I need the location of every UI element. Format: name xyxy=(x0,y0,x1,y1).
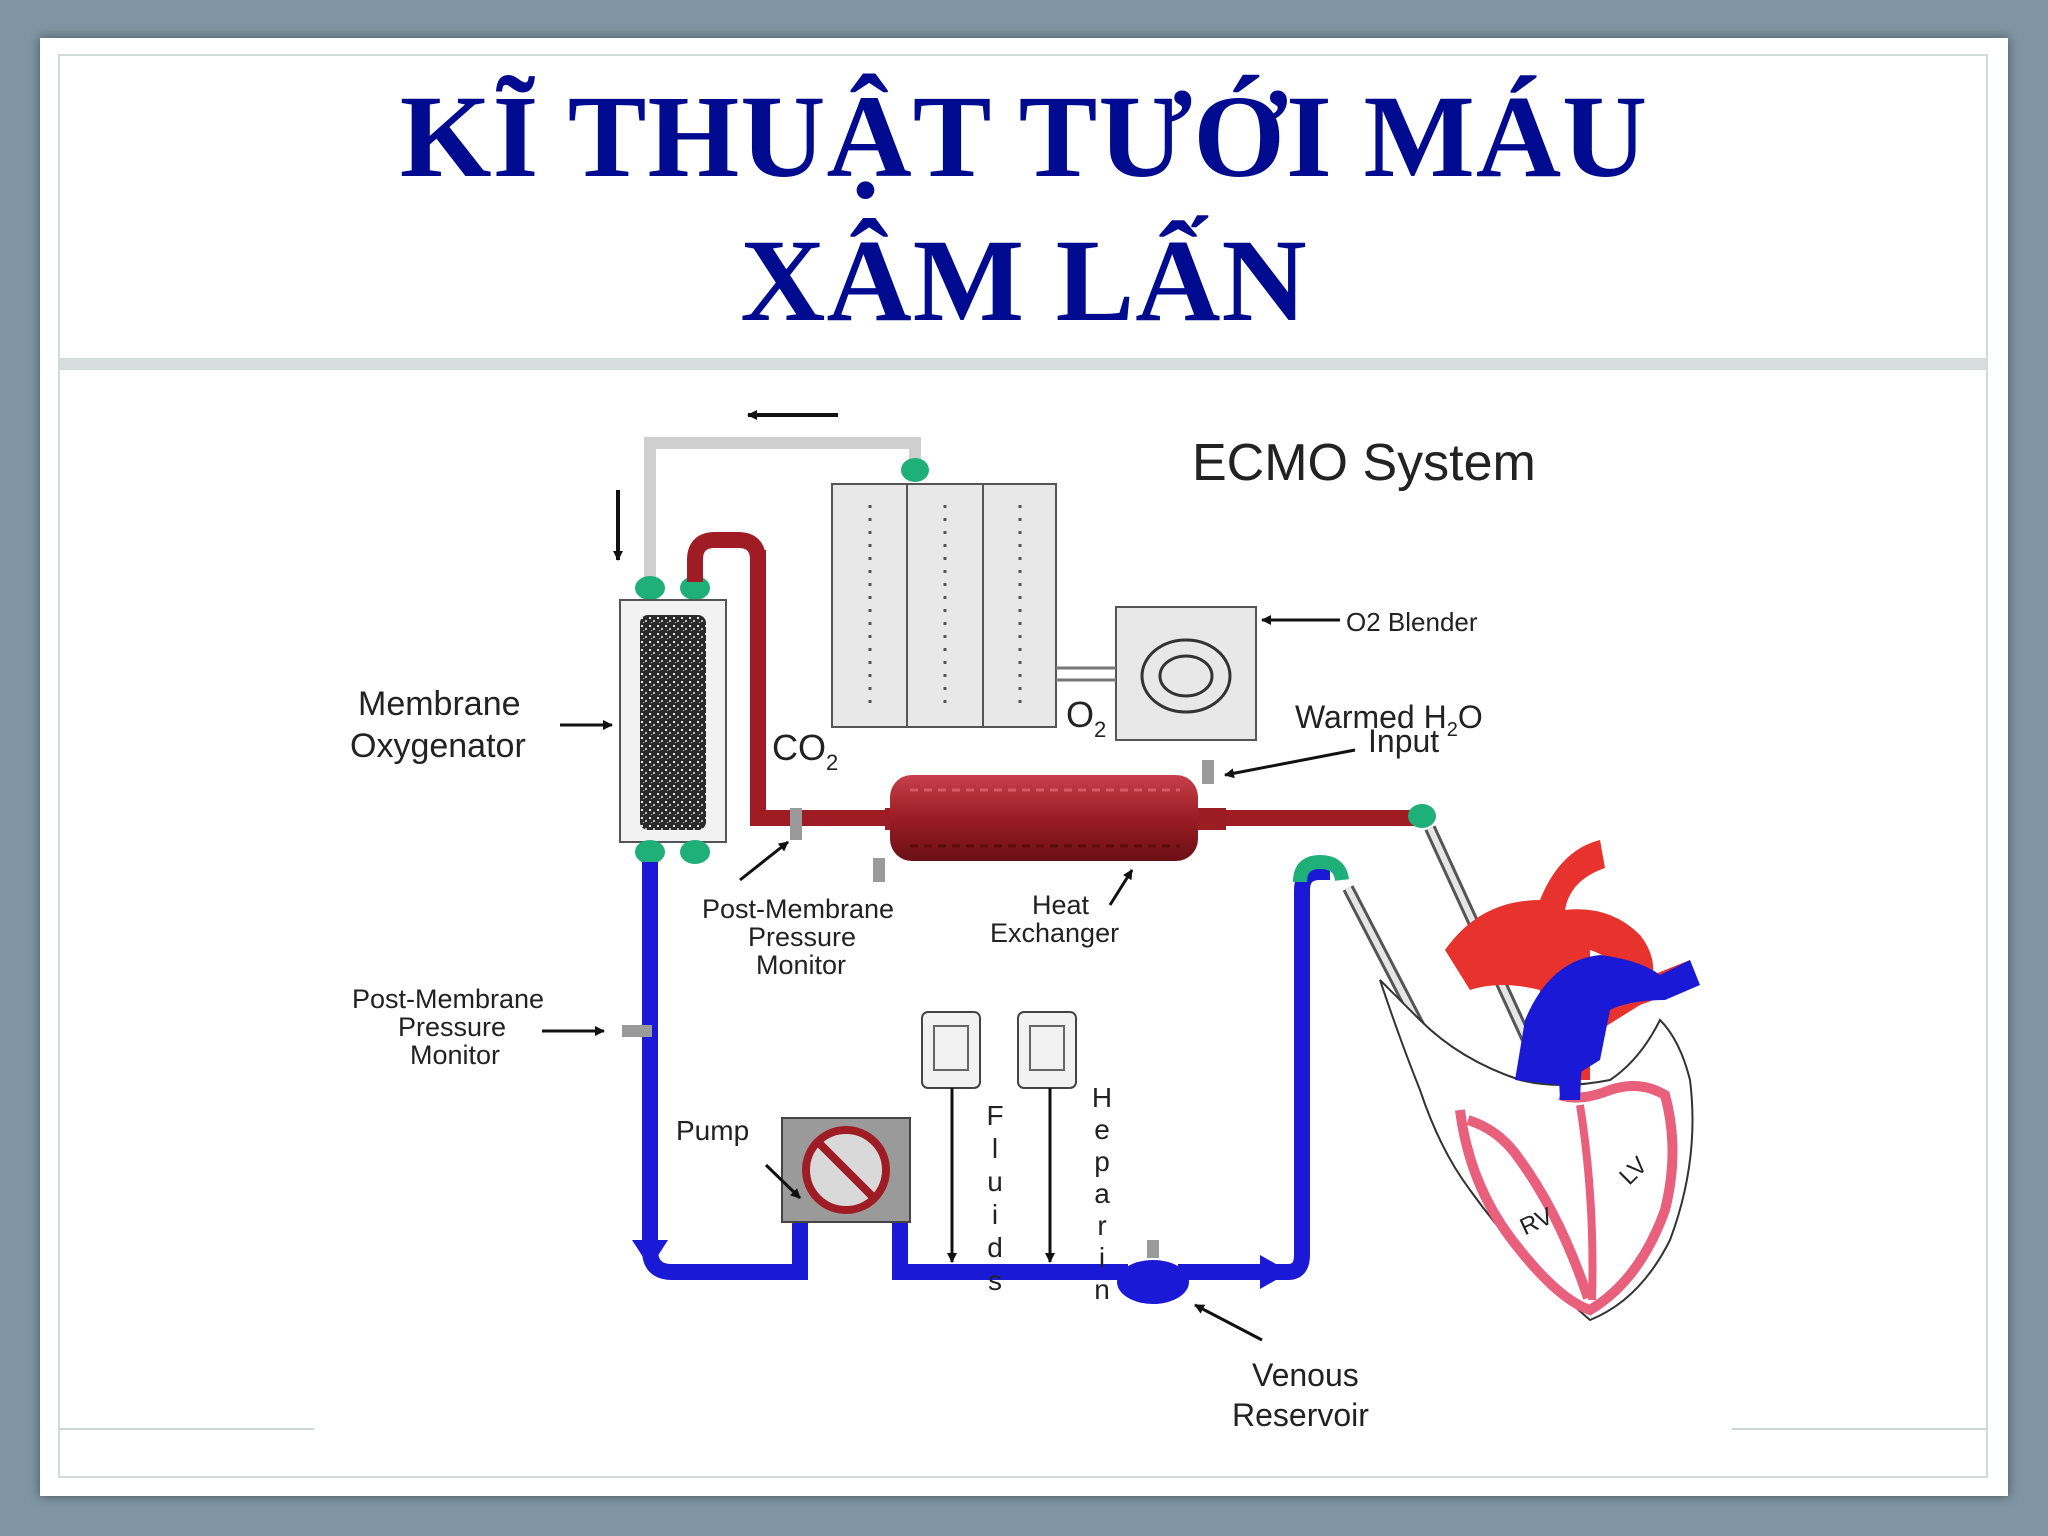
post-membrane-left-label: Post-Membrane Pressure Monitor xyxy=(352,984,544,1070)
svg-text:Reservoir: Reservoir xyxy=(1232,1397,1369,1433)
slide-title-line-2: XÂM LẤN xyxy=(740,214,1308,346)
svg-text:Venous: Venous xyxy=(1252,1357,1359,1393)
pump-arrow xyxy=(764,1163,802,1200)
post-membrane-monitor-port-left xyxy=(622,1025,652,1037)
post-membrane-top-arrow xyxy=(739,840,789,882)
post-membrane-top-label: Post-Membrane Pressure Monitor xyxy=(702,894,894,980)
svg-text:Post-Membrane: Post-Membrane xyxy=(352,984,544,1014)
svg-text:Monitor: Monitor xyxy=(410,1040,500,1070)
gas-line-connector xyxy=(901,458,929,482)
heparin-label: Heparin xyxy=(1087,1082,1118,1306)
ecmo-system-heading: ECMO System xyxy=(1192,434,1536,492)
membrane-oxygenator-label: Membrane Oxygenator xyxy=(350,685,526,765)
slide-frame xyxy=(58,54,1988,1478)
svg-text:Exchanger: Exchanger xyxy=(990,918,1119,948)
o2-label: O2 xyxy=(1066,694,1106,742)
title-divider xyxy=(60,358,1988,370)
gas-port-co2 xyxy=(752,550,766,568)
footer-divider-right xyxy=(1732,1428,1988,1430)
venous-line-from-heart xyxy=(1178,864,1330,1280)
warmed-water-arrow xyxy=(1224,748,1356,779)
membrane-oxygenator xyxy=(619,576,727,864)
heat-exchanger xyxy=(873,760,1226,882)
slide: KĨ THUẬT TƯỚI MÁU XÂM LẤN xyxy=(40,38,2008,1496)
warmed-water-label-2: Input xyxy=(1368,723,1439,759)
o2-blender xyxy=(1056,606,1257,741)
flowmeter-bank xyxy=(831,483,1057,728)
fluids-bag xyxy=(921,1011,981,1263)
arterial-connector xyxy=(1408,804,1436,828)
svg-text:Post-Membrane: Post-Membrane xyxy=(702,894,894,924)
post-membrane-monitor-port-top xyxy=(790,808,802,840)
fluids-label: Fluids xyxy=(980,1100,1011,1298)
heat-exchanger-arrow xyxy=(1108,869,1134,906)
o2-blender-label: O2 Blender xyxy=(1346,607,1478,637)
svg-text:Pressure: Pressure xyxy=(748,922,856,952)
heat-exchanger-label: Heat Exchanger xyxy=(990,890,1119,948)
co2-label: CO2 xyxy=(772,727,838,775)
footer-divider-left xyxy=(60,1428,314,1430)
heparin-bag xyxy=(1017,1011,1077,1263)
title-area: KĨ THUẬT TƯỚI MÁU XÂM LẤN xyxy=(60,56,1988,361)
pump-label: Pump xyxy=(676,1115,749,1146)
svg-text:Membrane: Membrane xyxy=(358,685,521,723)
svg-text:Monitor: Monitor xyxy=(756,950,846,980)
heart xyxy=(1379,840,1700,1322)
warmed-water-label: Warmed H2O xyxy=(1295,699,1483,741)
venous-flow-arrowhead-right xyxy=(1260,1255,1290,1289)
venous-reservoir-arrow xyxy=(1194,1303,1263,1342)
svg-text:Pressure: Pressure xyxy=(398,1012,506,1042)
gas-supply-line xyxy=(644,437,921,578)
svg-text:Heat: Heat xyxy=(1032,890,1090,920)
venous-flow-arrowhead-left xyxy=(632,1240,668,1268)
venous-reservoir-label: Venous Reservoir xyxy=(1232,1357,1369,1433)
slide-title-line-1: KĨ THUẬT TƯỚI MÁU xyxy=(399,70,1649,202)
venous-connector xyxy=(1293,854,1349,883)
svg-text:Oxygenator: Oxygenator xyxy=(350,727,526,765)
pump xyxy=(781,1117,911,1223)
venous-reservoir xyxy=(1117,1240,1189,1304)
